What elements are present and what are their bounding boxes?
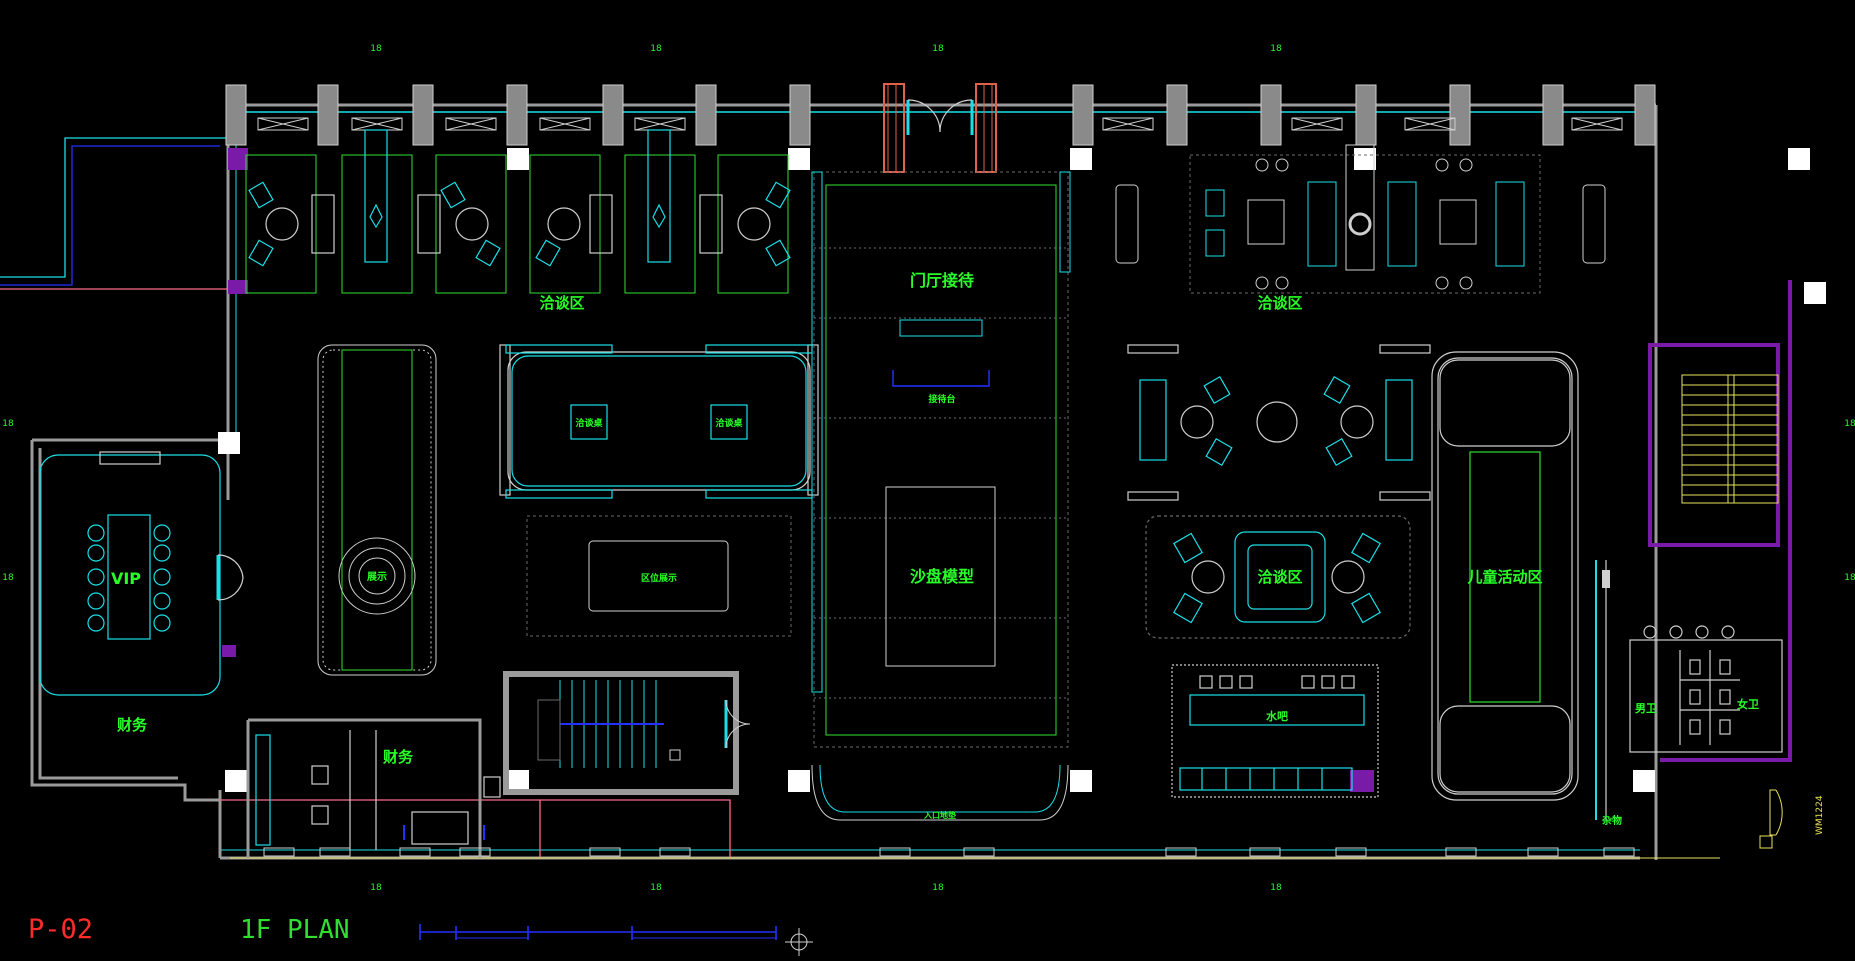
north-windows (257, 117, 1623, 131)
label-table-a: 洽谈桌 (575, 417, 603, 429)
lounge-right (1127, 344, 1431, 639)
label-display: 展示 (367, 571, 387, 583)
label-bar: 水吧 (1266, 709, 1288, 723)
axis-label-top-2: 18 (650, 44, 662, 54)
main-entrance-door (883, 83, 997, 173)
exhibit-area (526, 515, 792, 637)
label-negotiation-right: 洽谈区 (1257, 294, 1302, 312)
label-wc-f: 女卫 (1737, 697, 1759, 711)
axis-label-right-1: 18 (1844, 419, 1855, 429)
label-exhibit: 区位展示 (641, 572, 677, 584)
label-wc-m: 男卫 (1635, 702, 1657, 715)
vip-room (39, 451, 244, 696)
axis-label-bottom-2: 18 (650, 883, 662, 893)
axis-label-top-1: 18 (370, 44, 382, 54)
negotiation-zone-right (1115, 144, 1606, 294)
axis-labels: 18 18 18 18 18 18 18 18 18 18 18 18 (2, 44, 1855, 893)
label-table-b: 洽谈桌 (715, 417, 743, 429)
label-finance-right: 财务 (383, 748, 414, 766)
axis-label-top-3: 18 (932, 44, 944, 54)
sheet-number: P-02 (28, 914, 93, 945)
axis-label-right-2: 18 (1844, 573, 1855, 583)
label-kids: 儿童活动区 (1466, 568, 1542, 586)
label-reception: 接待台 (928, 393, 955, 405)
negotiation-tables-center-left (499, 344, 819, 499)
structural-columns (218, 148, 1826, 792)
label-finance-left: 财务 (117, 716, 148, 734)
axis-label-bottom-4: 18 (1270, 883, 1282, 893)
scale-bar (419, 924, 777, 940)
label-model: 沙盘模型 (910, 567, 974, 586)
water-bar (1171, 664, 1379, 798)
label-vip: VIP (111, 569, 141, 588)
west-stair (503, 671, 751, 795)
north-arrow-icon (785, 928, 813, 956)
south-windows (263, 847, 1635, 857)
restrooms (1595, 560, 1783, 820)
east-stair (1648, 280, 1792, 762)
door-tag: WM1224 (1815, 795, 1825, 835)
lobby-zone (811, 171, 1071, 821)
room-labels: 洽谈区 洽谈区 门厅接待 接待台 沙盘模型 洽谈区 儿童活动区 VIP 财务 财… (111, 271, 1759, 827)
east-door (1759, 789, 1783, 849)
axis-label-left-1: 18 (2, 419, 14, 429)
north-columns (225, 84, 1656, 146)
southwest-rooms (246, 718, 501, 858)
axis-label-bottom-1: 18 (370, 883, 382, 893)
magenta-blocks (222, 148, 1374, 792)
label-storage: 杂物 (1602, 814, 1622, 827)
axis-label-bottom-3: 18 (932, 883, 944, 893)
label-negotiation-center: 洽谈区 (1257, 568, 1302, 586)
axis-label-top-4: 18 (1270, 44, 1282, 54)
label-entrance-mat: 入口地垫 (923, 810, 956, 820)
axis-label-left-2: 18 (2, 573, 14, 583)
kids-activity-area (1431, 351, 1579, 801)
display-island-left (317, 344, 437, 676)
canopy-lines (0, 137, 1720, 859)
label-negotiation-left: 洽谈区 (539, 294, 584, 312)
negotiation-zone-left (245, 154, 789, 294)
plan-title: 1F PLAN (240, 915, 350, 945)
label-lobby: 门厅接待 (910, 271, 974, 290)
negotiation-furniture-left (248, 129, 791, 267)
